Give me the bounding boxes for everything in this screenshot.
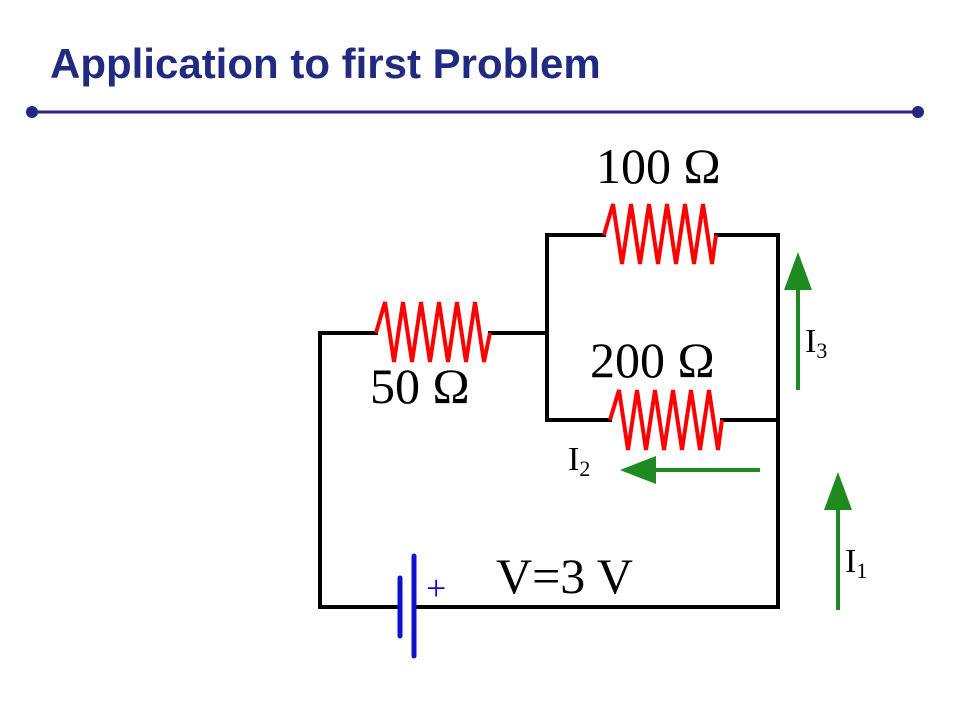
wires [318, 233, 780, 609]
arrow-i2-head [620, 456, 656, 484]
current-label-i2: I2 [568, 441, 590, 481]
arrow-i1-head [824, 472, 852, 510]
wire-right-loop [412, 233, 780, 609]
current-i1-letter: I [845, 543, 856, 580]
arrow-i1 [824, 472, 852, 610]
slide-title: Application to first Problem [50, 40, 601, 87]
title-rule-left-dot [26, 106, 38, 118]
arrow-i2 [620, 456, 760, 484]
current-i3-letter: I [805, 323, 816, 360]
current-arrows [620, 252, 852, 610]
resistor-100-label: 100 Ω [596, 138, 721, 194]
wire-left-loop [318, 331, 400, 609]
resistor-50 [374, 301, 492, 363]
current-label-i3: I3 [805, 323, 827, 363]
resistor-100 [602, 203, 718, 265]
arrow-i3-head [784, 252, 812, 290]
battery-plus-label: + [426, 568, 446, 608]
current-i3-subscript: 3 [816, 338, 827, 363]
resistor-200 [608, 389, 724, 451]
battery [397, 553, 417, 659]
arrow-i3 [784, 252, 812, 390]
resistor-200-label: 200 Ω [590, 332, 715, 388]
voltage-label: V=3 V [496, 548, 633, 604]
current-label-i1: I1 [845, 543, 867, 583]
current-i2-letter: I [568, 441, 579, 478]
current-i2-subscript: 2 [579, 456, 590, 481]
current-i1-subscript: 1 [856, 558, 867, 583]
title-rule-right-dot [912, 106, 924, 118]
resistor-50-label: 50 Ω [370, 358, 470, 414]
